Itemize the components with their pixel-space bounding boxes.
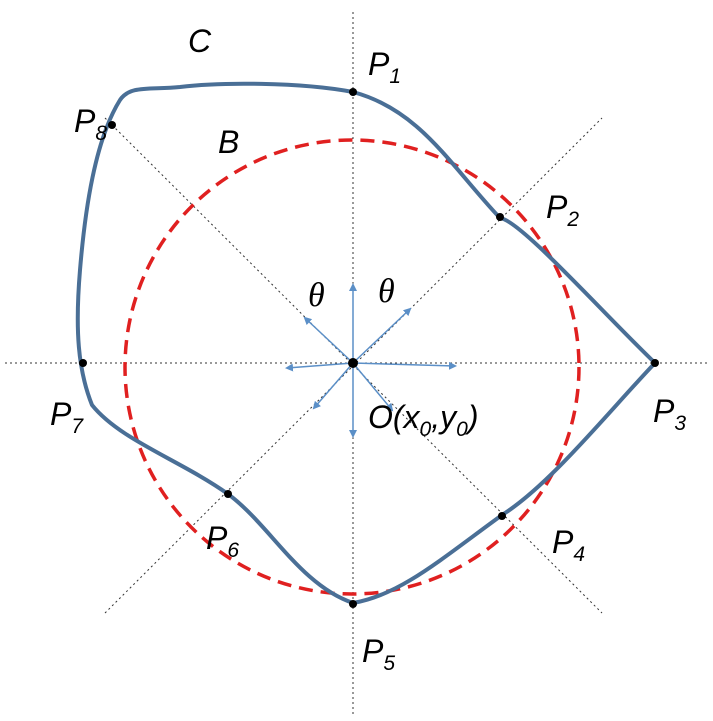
direction-arrows [285,283,457,438]
point-p5-dot [349,600,357,608]
point-label-p2: P2 [546,189,579,231]
point-label-p5: P5 [362,633,395,675]
arrow-upper-right [352,307,412,364]
arrow-upper-left [303,316,354,364]
arrow-left [285,362,354,372]
angle-label-right: θ [378,273,395,310]
sample-points [79,88,659,608]
point-label-p6: P6 [206,520,239,562]
point-p7-dot [79,359,87,367]
point-label-p3: P3 [653,393,686,435]
point-label-p4: P4 [552,524,585,566]
arrow-lower-right [352,362,394,412]
center-point [348,358,358,368]
center-label-sub-x: 0 [420,418,432,441]
center-label-comma: ,y [431,399,458,435]
point-label-p1: P1 [368,46,401,88]
center-label-base: O(x [368,399,421,435]
angle-label-left: θ [308,277,325,314]
center-label: O(x0,y0) [368,399,478,441]
circle-label-b: B [218,124,239,160]
point-label-p7: P7 [50,396,84,438]
point-p8-dot [108,121,116,129]
circle-b [123,138,581,596]
point-p2-dot [496,213,504,221]
center-label-close: ) [464,399,479,435]
point-p1-dot [349,88,357,96]
point-p4-dot [498,512,506,520]
arrow-right [352,361,457,370]
contour-c [75,81,658,606]
point-p6-dot [224,490,232,498]
curve-label-c: C [188,23,212,59]
center-label-sub-y: 0 [456,418,468,441]
point-p3-dot [651,359,659,367]
point-label-p8: P8 [74,103,107,145]
arrow-lower-left [312,362,354,410]
